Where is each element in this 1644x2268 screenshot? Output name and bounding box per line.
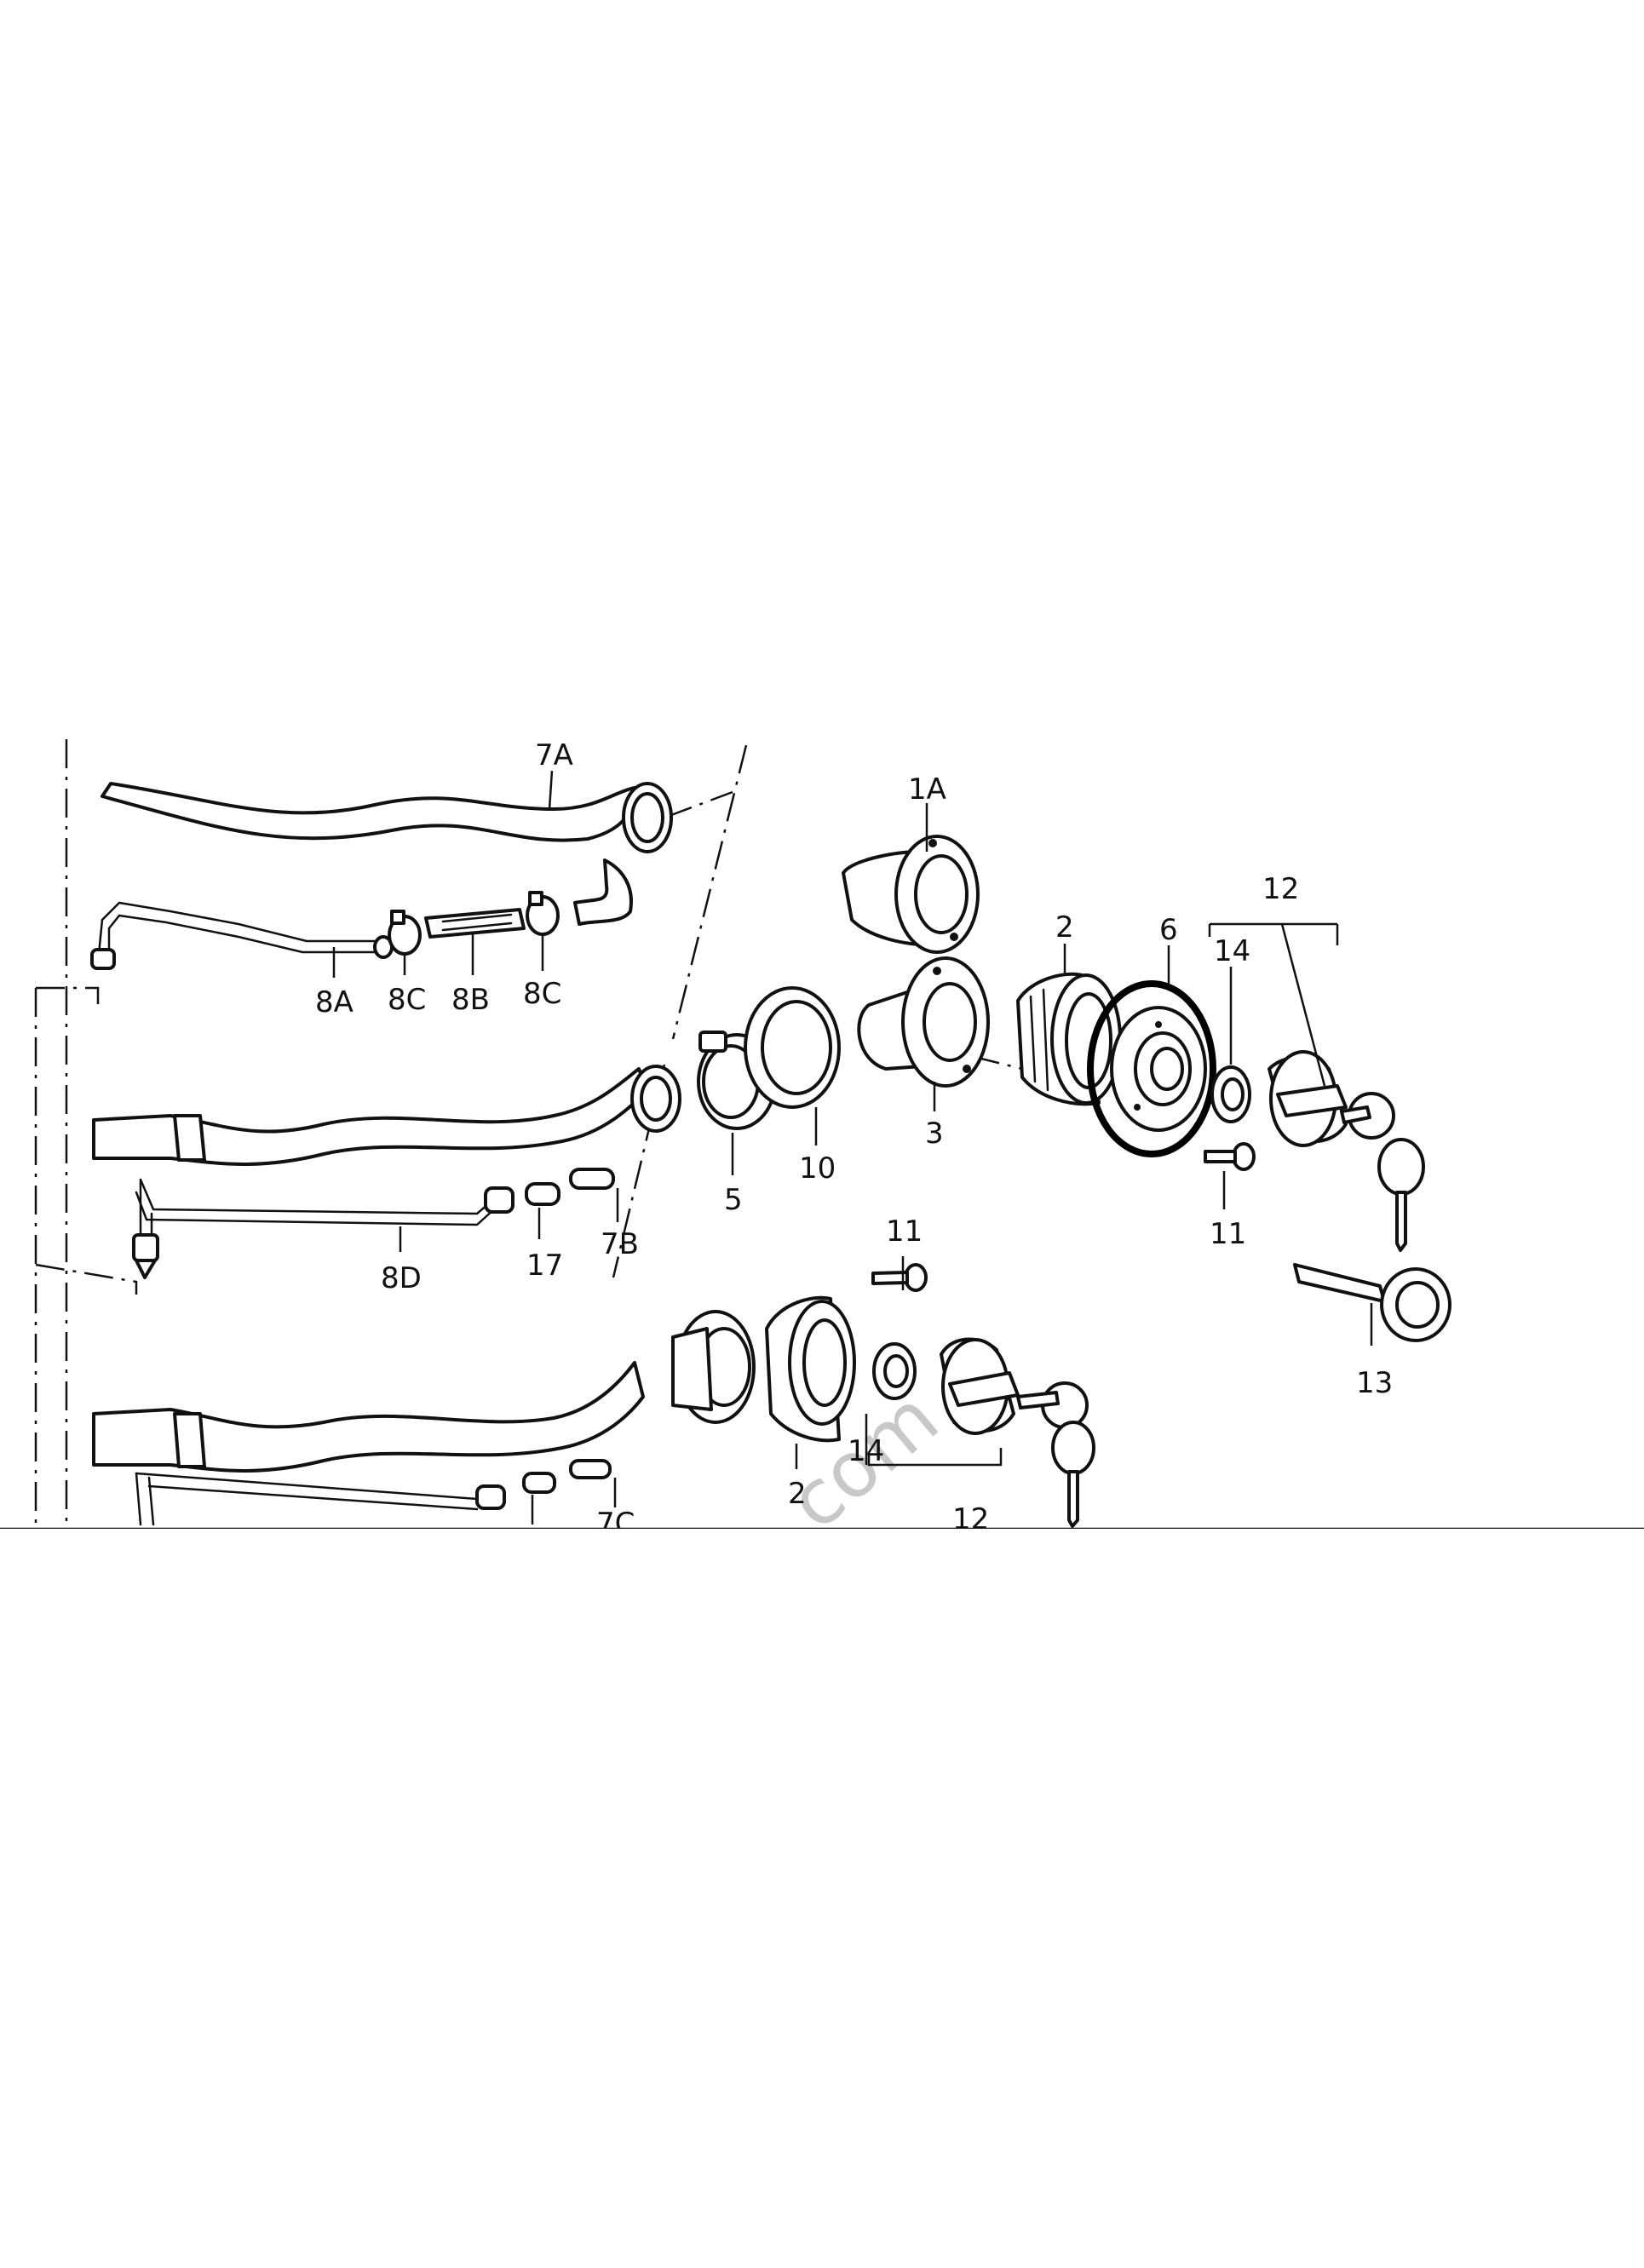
label-2-top: 2 — [1055, 910, 1074, 945]
label-11-low: 11 — [886, 1214, 923, 1249]
label-11-mid: 11 — [1210, 1217, 1246, 1251]
label-1a: 1A — [908, 772, 946, 807]
label-5: 5 — [724, 1183, 743, 1217]
hose-clamp-8c-left — [388, 910, 422, 956]
label-2-low: 2 — [788, 1477, 807, 1511]
filler-insert-2-lower — [765, 1295, 856, 1443]
label-12-top: 12 — [1262, 872, 1299, 906]
screw-11-lower — [871, 1263, 928, 1292]
label-8a: 8A — [315, 985, 354, 1019]
vent-hose-8a — [90, 901, 394, 970]
seal-ring-10 — [744, 986, 841, 1109]
label-14-low: 14 — [848, 1434, 884, 1468]
filler-pipe-7b — [92, 1065, 681, 1166]
label-14-top: 14 — [1214, 934, 1250, 968]
screw-11-middle — [1204, 1142, 1256, 1171]
label-6: 6 — [1159, 913, 1178, 947]
key-ring-upper — [1340, 1092, 1425, 1252]
label-8d: 8D — [381, 1261, 422, 1295]
hose-8b — [424, 908, 526, 939]
filler-pipe-7c — [92, 1361, 645, 1526]
vent-line-8d — [132, 1178, 514, 1279]
fuel-cap-12-lower — [940, 1337, 1020, 1435]
label-8c-left: 8C — [388, 983, 426, 1017]
filler-housing-3 — [857, 956, 990, 1088]
hose-clamp-8c-right — [526, 891, 560, 936]
label-7a: 7A — [535, 738, 573, 772]
label-10: 10 — [799, 1151, 836, 1186]
seal-washer-14-lower — [872, 1342, 917, 1400]
filler-neck-lower — [671, 1310, 756, 1424]
key-ring-lower — [1016, 1381, 1095, 1528]
seal-washer-14-upper — [1210, 1065, 1251, 1123]
highlight-circle — [1087, 980, 1216, 1157]
blank-area — [0, 1529, 1644, 2268]
label-13: 13 — [1356, 1366, 1393, 1400]
pipe-stub-7b — [569, 1168, 615, 1190]
base-plate-6 — [1110, 1006, 1207, 1132]
filler-insert-2-upper — [1016, 972, 1122, 1106]
filler-pipe-7a — [101, 782, 673, 926]
connector-17 — [525, 1182, 560, 1206]
label-8b: 8B — [451, 983, 490, 1017]
key-13 — [1293, 1263, 1451, 1342]
fuel-cap-12-upper — [1267, 1050, 1348, 1147]
leader-lines — [332, 770, 1373, 1524]
filler-flange-1a — [842, 835, 980, 954]
label-7b: 7B — [601, 1227, 639, 1261]
label-3: 3 — [925, 1117, 944, 1151]
label-8c-right: 8C — [523, 977, 561, 1011]
label-17: 17 — [526, 1249, 563, 1283]
